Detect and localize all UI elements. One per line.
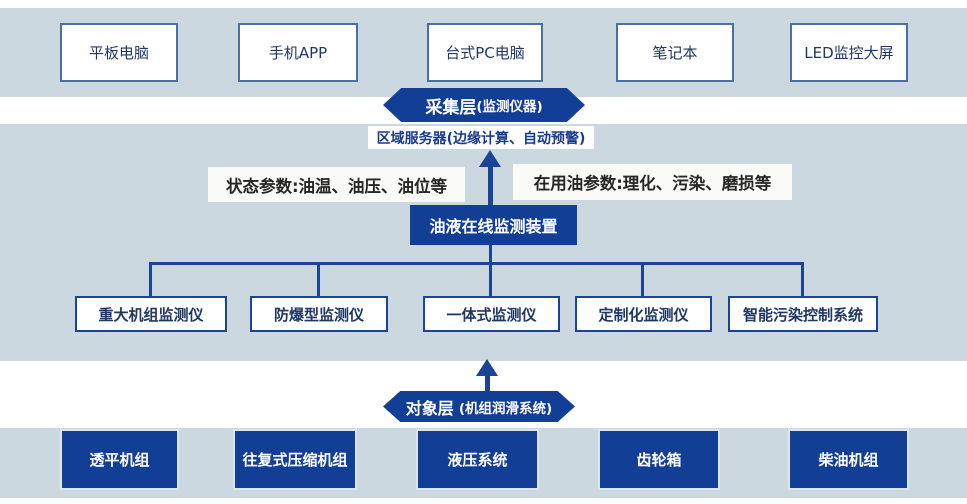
desktop-pc-box: 台式PC电脑 — [427, 23, 543, 82]
gearbox-box: 齿轮箱 — [600, 431, 718, 488]
turbine-unit-box: 透平机组 — [62, 431, 177, 488]
connector-stub-1 — [149, 262, 152, 296]
connector-stub-4 — [641, 262, 644, 296]
up-arrow-to-middle-shaft — [485, 373, 490, 392]
up-arrow-to-server-shaft — [488, 164, 493, 209]
pollution-control-box: 智能污染控制系统 — [728, 296, 878, 332]
up-arrow-to-middle-head — [476, 359, 498, 376]
connector-stub-3 — [489, 262, 492, 296]
led-screen-box: LED监控大屏 — [790, 23, 908, 82]
collection-layer-hexagon: 采集层(监测仪器) — [383, 88, 585, 122]
customized-monitor-box: 定制化监测仪 — [575, 296, 712, 332]
collection-layer-title: 采集层 — [425, 97, 477, 118]
object-layer-subtitle: (机组润滑系统) — [458, 400, 553, 417]
explosion-proof-monitor-box: 防爆型监测仪 — [250, 296, 388, 332]
diesel-unit-box: 柴油机组 — [790, 431, 907, 488]
connector-stub-5 — [801, 262, 804, 296]
integrated-monitor-box: 一体式监测仪 — [423, 296, 560, 332]
major-unit-monitor-box: 重大机组监测仪 — [75, 296, 227, 332]
phone-app-box: 手机APP — [238, 23, 358, 82]
oil-params-label: 在用油参数:理化、污染、磨损等 — [513, 164, 792, 200]
up-arrow-to-server-head — [479, 150, 501, 167]
connector-horizontal-line — [149, 262, 804, 265]
monitor-device-box: 油液在线监测装置 — [410, 205, 577, 245]
object-layer-hexagon: 对象层 (机组润滑系统) — [383, 391, 575, 422]
reciprocating-compressor-box: 往复式压缩机组 — [235, 431, 355, 488]
object-layer-title: 对象层 — [405, 398, 454, 418]
tablet-box: 平板电脑 — [60, 23, 178, 82]
connector-stub-2 — [317, 262, 320, 296]
laptop-box: 笔记本 — [616, 23, 734, 82]
state-params-label: 状态参数:油温、油压、油位等 — [208, 167, 465, 202]
connector-device-stub — [489, 245, 492, 265]
collection-layer-subtitle: (监测仪器) — [476, 99, 543, 115]
hydraulic-system-box: 液压系统 — [418, 431, 537, 488]
region-server-box: 区域服务器(边缘计算、自动预警) — [368, 126, 594, 149]
